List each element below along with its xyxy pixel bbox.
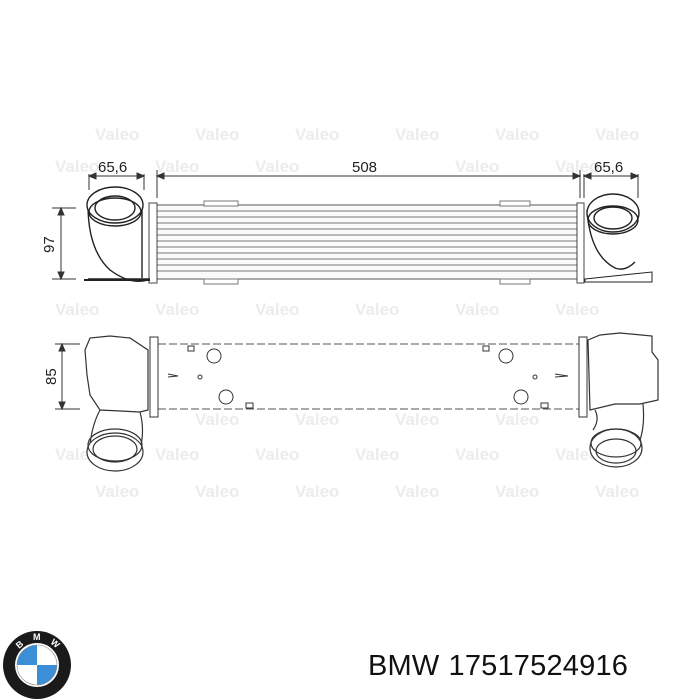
svg-text:Valeo: Valeo xyxy=(295,482,339,501)
svg-text:Valeo: Valeo xyxy=(255,157,299,176)
svg-text:Valeo: Valeo xyxy=(595,125,639,144)
svg-text:Valeo: Valeo xyxy=(95,125,139,144)
svg-text:Valeo: Valeo xyxy=(555,300,599,319)
part-number: 17517524916 xyxy=(448,650,629,682)
svg-text:Valeo: Valeo xyxy=(555,445,599,464)
svg-text:Valeo: Valeo xyxy=(95,482,139,501)
watermark-layer: Valeo Valeo Valeo Valeo Valeo Valeo Vale… xyxy=(55,125,639,501)
dim-height-97-label: 97 xyxy=(41,236,58,253)
intercooler-core xyxy=(156,200,578,285)
bottom-view xyxy=(55,332,659,472)
svg-text:Valeo: Valeo xyxy=(195,482,239,501)
dimension-right-width xyxy=(582,172,640,198)
svg-text:Valeo: Valeo xyxy=(355,445,399,464)
svg-text:Valeo: Valeo xyxy=(255,300,299,319)
svg-text:Valeo: Valeo xyxy=(455,445,499,464)
bmw-logo: B M W xyxy=(3,631,71,699)
svg-text:Valeo: Valeo xyxy=(495,482,539,501)
svg-text:Valeo: Valeo xyxy=(55,300,99,319)
right-outlet-housing xyxy=(587,332,659,468)
right-inlet-pipe xyxy=(584,193,653,283)
svg-text:Valeo: Valeo xyxy=(55,157,99,176)
bmw-letter-m: M xyxy=(33,632,41,642)
dimension-height-85 xyxy=(55,342,80,411)
svg-text:Valeo: Valeo xyxy=(595,482,639,501)
dimension-height-97 xyxy=(52,206,76,281)
dimension-core-length xyxy=(155,170,582,198)
bmw-letter-b: B xyxy=(14,638,26,650)
left-inlet-pipe xyxy=(84,186,150,282)
svg-text:Valeo: Valeo xyxy=(295,410,339,429)
dim-left-width-label: 65,6 xyxy=(98,159,127,176)
intercooler-technical-drawing: Valeo Valeo Valeo Valeo Valeo Valeo Vale… xyxy=(41,125,659,501)
svg-text:Valeo: Valeo xyxy=(395,410,439,429)
svg-text:Valeo: Valeo xyxy=(295,125,339,144)
svg-text:Valeo: Valeo xyxy=(255,445,299,464)
svg-text:Valeo: Valeo xyxy=(195,125,239,144)
dim-right-width-label: 65,6 xyxy=(594,159,623,176)
svg-text:Valeo: Valeo xyxy=(155,157,199,176)
svg-text:Valeo: Valeo xyxy=(495,410,539,429)
svg-text:Valeo: Valeo xyxy=(495,125,539,144)
top-view xyxy=(52,170,653,285)
left-outlet-housing xyxy=(84,335,149,472)
svg-text:Valeo: Valeo xyxy=(155,300,199,319)
brand-name: BMW xyxy=(368,650,440,682)
svg-text:Valeo: Valeo xyxy=(395,125,439,144)
svg-text:Valeo: Valeo xyxy=(455,157,499,176)
dim-core-length-label: 508 xyxy=(352,159,377,176)
dim-height-85-label: 85 xyxy=(43,368,60,385)
svg-text:Valeo: Valeo xyxy=(555,157,599,176)
svg-text:Valeo: Valeo xyxy=(395,482,439,501)
svg-text:Valeo: Valeo xyxy=(195,410,239,429)
dimension-left-width xyxy=(87,172,146,190)
svg-text:Valeo: Valeo xyxy=(455,300,499,319)
svg-text:Valeo: Valeo xyxy=(155,445,199,464)
svg-text:Valeo: Valeo xyxy=(355,300,399,319)
